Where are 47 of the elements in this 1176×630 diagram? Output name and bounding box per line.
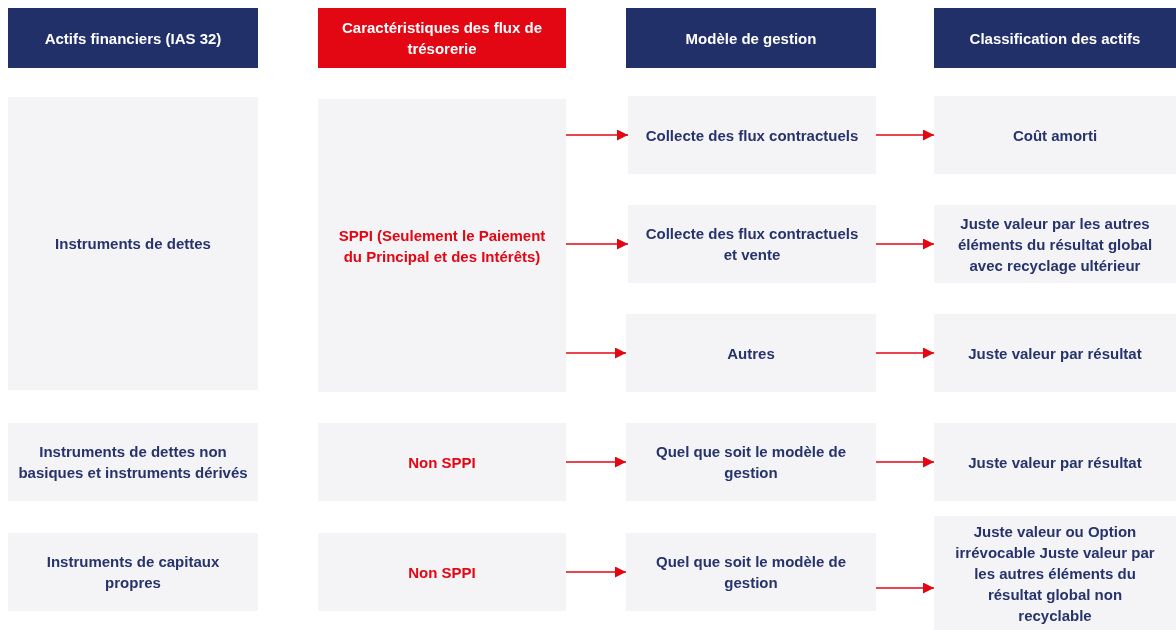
arrow	[565, 347, 627, 359]
category-box	[626, 533, 876, 611]
column-header	[934, 8, 1176, 68]
box-text: Instruments de dettes	[55, 234, 211, 254]
box-text: Non SPPI	[408, 562, 476, 583]
column-header	[318, 8, 566, 68]
box-text: Juste valeur ou Option irrévocable Juste valeur par les autres éléments du résultat global non recyclable	[955, 521, 1155, 626]
box-text: Juste valeur par résultat	[968, 343, 1142, 364]
box-text: Juste valeur par résultat	[968, 452, 1142, 473]
arrow	[875, 129, 935, 141]
category-box	[934, 516, 1176, 630]
category-box	[934, 423, 1176, 501]
box-text: Non SPPI	[408, 452, 476, 473]
arrow	[875, 582, 935, 594]
category-box	[318, 99, 566, 392]
category-box	[934, 314, 1176, 392]
box-text: Autres	[727, 343, 775, 364]
category-box	[628, 96, 876, 174]
box-text: Instruments de dettes non basiques et instruments dérivés	[17, 442, 249, 483]
box-text: Instruments de capitaux propres	[45, 552, 221, 593]
box-text: Collecte des flux contractuels	[645, 125, 859, 146]
header-text: Modèle de gestion	[685, 28, 817, 49]
box-text: Quel que soit le modèle de gestion	[654, 552, 847, 593]
header-text: Caractéristiques des flux de trésorerie	[340, 18, 544, 59]
arrow	[875, 456, 935, 468]
category-box	[318, 533, 566, 611]
category-box	[318, 423, 566, 501]
box-text: Collecte des flux contractuels et vente	[644, 224, 860, 265]
column-header	[626, 8, 876, 68]
header-text: Actifs financiers (IAS 32)	[44, 28, 222, 49]
category-box	[934, 96, 1176, 174]
category-box	[626, 423, 876, 501]
arrow	[875, 347, 935, 359]
category-box	[626, 314, 876, 392]
arrow	[565, 456, 627, 468]
box-text: SPPI (Seulement le Paiement du Principal et des Intérêts)	[337, 225, 547, 267]
category-box	[934, 205, 1176, 283]
arrow	[565, 566, 627, 578]
header-text: Classification des actifs	[969, 28, 1141, 49]
box-text: Coût amorti	[1012, 125, 1098, 146]
box-text: Quel que soit le modèle de gestion	[654, 442, 847, 483]
category-box	[628, 205, 876, 283]
arrow	[875, 238, 935, 250]
column-header	[8, 8, 258, 68]
box-text: Juste valeur par les autres éléments du résultat global avec recyclage ultérieur	[956, 213, 1154, 276]
arrow	[565, 129, 629, 141]
arrow	[565, 238, 629, 250]
